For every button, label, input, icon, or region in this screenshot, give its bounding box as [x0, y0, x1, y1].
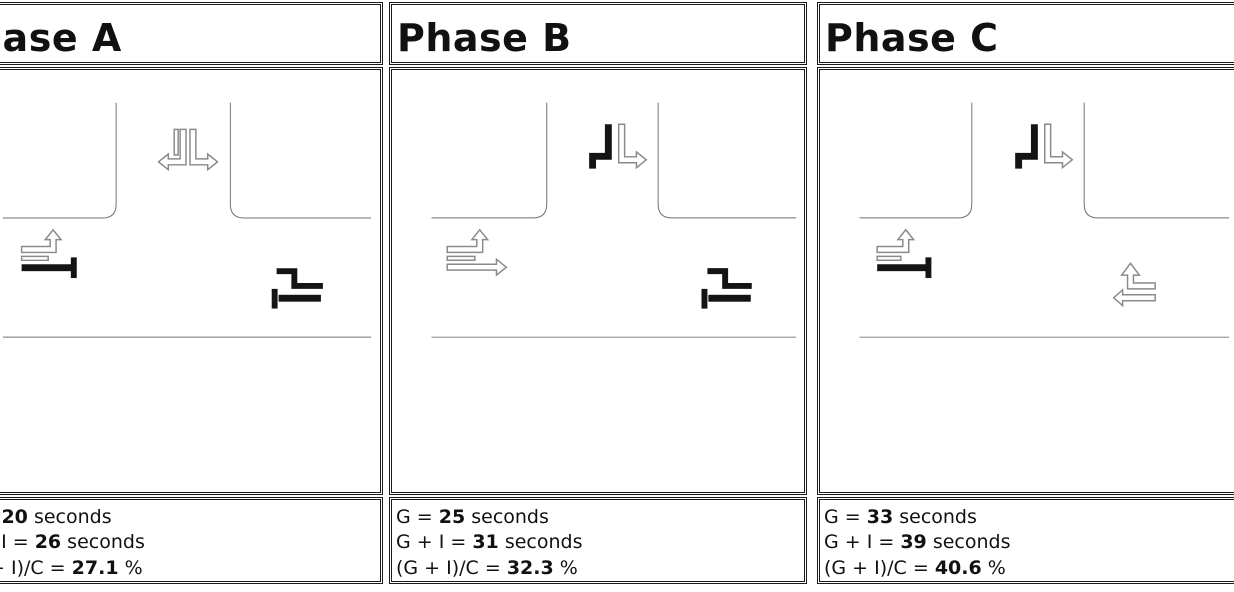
phase-a-road-edges: [2, 102, 372, 338]
phase-b-southbound-signal-icon: [589, 123, 648, 170]
phase-c-eastbound-signal-icon: [876, 228, 932, 279]
phase-b-intersection-diagram: [389, 67, 807, 495]
phase-b-green-plus-intergreen: G + I = 31 seconds: [396, 531, 583, 553]
phase-a-title-box: hase A: [0, 2, 383, 65]
phase-c-road-edges: [859, 102, 1230, 338]
phase-a-green-time: : 20 seconds: [1, 506, 112, 528]
phase-a-title: hase A: [0, 16, 122, 60]
phase-c-title: Phase C: [825, 16, 999, 60]
phase-b-title: Phase B: [397, 16, 572, 60]
phase-a-southbound-signal-icon: [157, 128, 219, 172]
phase-b-eastbound-signal-icon: [446, 228, 508, 277]
phase-b-panel: Phase B: [389, 0, 809, 592]
phase-c-westbound-signal-icon: [1112, 262, 1156, 308]
phase-c-title-box: Phase C: [817, 2, 1234, 65]
phase-b-stats-box: G = 25 seconds G + I = 31 seconds (G + I…: [389, 497, 807, 584]
phase-c-green-time: G = 33 seconds: [824, 506, 977, 528]
phase-a-westbound-signal-icon: [271, 268, 323, 309]
phase-a-intersection-svg: [2, 102, 372, 338]
phase-c-cycle-ratio: (G + I)/C = 40.6 %: [824, 557, 1006, 579]
phase-b-green-time: G = 25 seconds: [396, 506, 549, 528]
phase-a-stats-box: : 20 seconds · I = 26 seconds + I)/C = 2…: [0, 497, 383, 584]
phase-c-green-plus-intergreen: G + I = 39 seconds: [824, 531, 1011, 553]
phase-b-road-edges: [431, 102, 797, 338]
phase-c-stats-box: G = 33 seconds G + I = 39 seconds (G + I…: [817, 497, 1234, 584]
phase-b-title-box: Phase B: [389, 2, 807, 65]
phase-c-southbound-signal-icon: [1015, 123, 1074, 170]
phase-a-cycle-ratio: + I)/C = 27.1 %: [0, 557, 143, 579]
phase-b-westbound-signal-icon: [701, 268, 752, 309]
phase-c-intersection-svg: [859, 102, 1230, 338]
phase-a-panel: hase A: [0, 0, 386, 592]
phase-b-intersection-svg: [431, 102, 797, 338]
phase-a-intersection-diagram: [0, 67, 383, 495]
phase-c-intersection-diagram: [817, 67, 1234, 495]
phase-b-cycle-ratio: (G + I)/C = 32.3 %: [396, 557, 578, 579]
phase-a-green-plus-intergreen: · I = 26 seconds: [0, 531, 145, 553]
phase-a-eastbound-signal-icon: [20, 228, 77, 279]
phase-c-panel: Phase C: [817, 0, 1234, 592]
